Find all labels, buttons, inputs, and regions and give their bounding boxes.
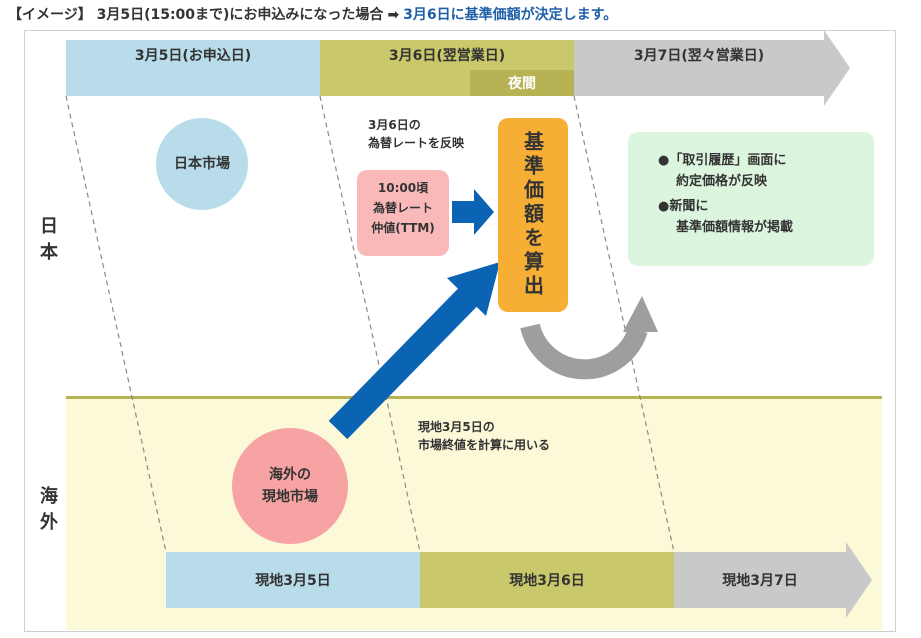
night-label: 夜間	[508, 76, 536, 92]
rate-note: 3月6日の 為替レートを反映	[368, 116, 464, 152]
header-arrow-icon: ➡	[387, 7, 400, 23]
region-divider	[66, 396, 882, 399]
calc-nav-box: 基準価額を算出	[498, 118, 568, 312]
result-box: ●「取引履歴」画面に 約定価格が反映 ●新聞に 基準価額情報が掲載	[628, 132, 874, 266]
bottom-seg2-shape	[420, 552, 674, 608]
ttm-box: 10:00頃 為替レート 仲値(TTM)	[357, 170, 449, 256]
header-caption: 【イメージ】 3月5日(15:00まで)にお申込みになった場合➡3月6日に基準価…	[8, 4, 617, 24]
bottom-seg1-shape	[166, 552, 420, 608]
overseas-side-label: 海外	[32, 486, 58, 548]
japan-side-label: 日本	[32, 216, 58, 278]
top-seg3-arrow	[574, 30, 850, 106]
gray-curved-arrow	[520, 296, 658, 380]
dashed-guides	[65, 95, 675, 553]
overseas-note-line2: 市場終値を計算に用いる	[418, 438, 551, 452]
overseas-note: 現地3月5日の 市場終値を計算に用いる	[418, 418, 550, 454]
result-item-history: ●「取引履歴」画面に 約定価格が反映	[658, 150, 874, 192]
diagram-frame	[24, 30, 896, 632]
japan-side-text: 日本	[37, 216, 58, 268]
bottom-seg2-label: 現地3月6日	[509, 573, 585, 589]
result-item-newspaper: ●新聞に 基準価額情報が掲載	[658, 196, 874, 238]
overseas-market-line1: 海外の	[269, 467, 311, 483]
ttm-line3: 仲値(TTM)	[371, 221, 435, 235]
rate-note-line2: 為替レートを反映	[368, 136, 465, 150]
ttm-line1: 10:00頃	[377, 181, 429, 195]
overseas-note-line1: 現地3月5日の	[418, 420, 495, 434]
ttm-arrow	[452, 189, 494, 235]
result-item2-line2: 基準価額情報が掲載	[676, 220, 794, 235]
bottom-seg1-label: 現地3月5日	[255, 573, 331, 589]
top-seg3-label: 3月7日(翌々営業日)	[633, 48, 765, 64]
calc-nav-label: 基準価額を算出	[520, 131, 545, 299]
overseas-side-text: 海外	[37, 486, 58, 538]
overseas-market-line2: 現地市場	[262, 489, 318, 505]
ttm-line2: 為替レート	[372, 201, 433, 215]
result-item2-line1: ●新聞に	[658, 199, 709, 214]
bottom-seg3-label: 現地3月7日	[722, 573, 798, 589]
top-seg1-label: 3月5日(お申込日)	[134, 48, 252, 64]
top-seg1-shape	[66, 40, 320, 96]
result-item1-line2: 約定価格が反映	[676, 174, 768, 189]
japan-market-circle: 日本市場	[156, 118, 248, 210]
bottom-seg3-arrow	[674, 542, 872, 618]
header-result: 3月6日に基準価額が決定します。	[403, 7, 618, 23]
blue-diagonal-arrow	[328, 262, 500, 440]
rate-note-line1: 3月6日の	[368, 118, 421, 132]
top-seg2-label: 3月6日(翌営業日)	[388, 48, 506, 64]
night-shape	[470, 70, 574, 96]
overseas-market-circle: 海外の 現地市場	[232, 428, 348, 544]
header-lead: 【イメージ】 3月5日(15:00まで)にお申込みになった場合	[8, 7, 384, 23]
result-item1-line1: ●「取引履歴」画面に	[658, 153, 787, 168]
japan-market-label: 日本市場	[174, 156, 230, 172]
